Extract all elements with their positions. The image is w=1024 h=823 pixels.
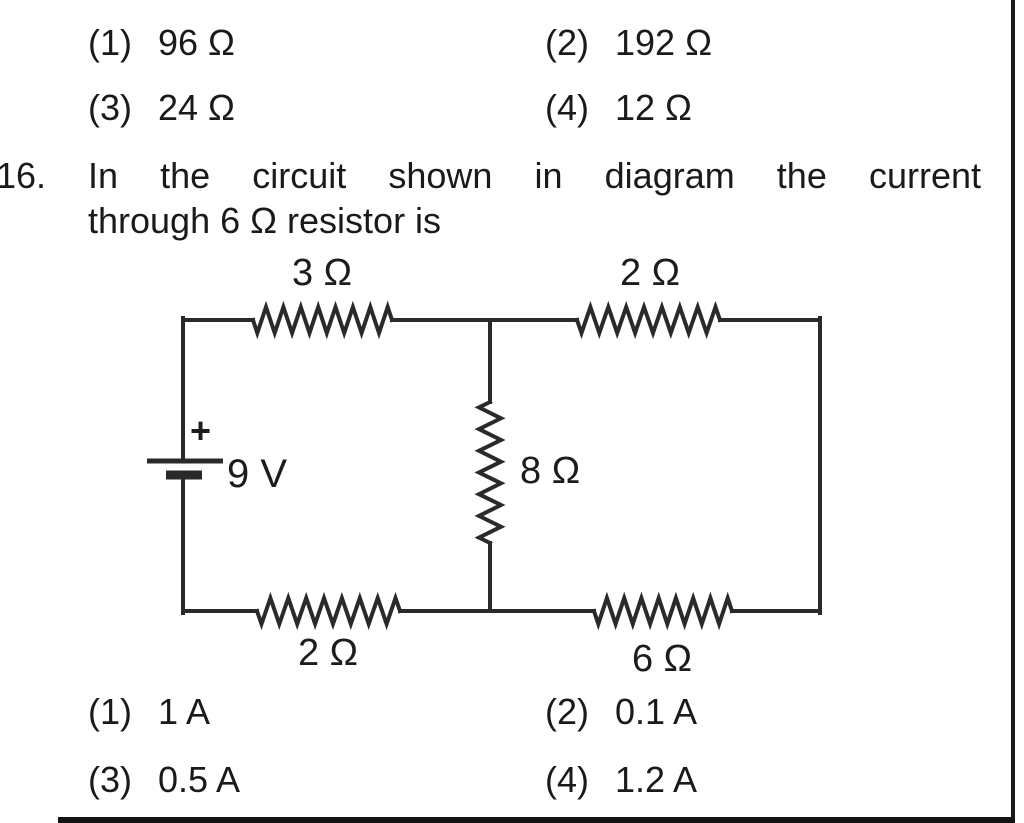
option-number: (3): [88, 759, 132, 800]
option-number: (1): [88, 691, 132, 732]
label-resistor-3ohm: 3 Ω: [291, 252, 353, 294]
option-number: (4): [545, 759, 589, 800]
circuit-diagram: 3 Ω 2 Ω 8 Ω 9 V + 2 Ω 6 Ω: [0, 250, 1024, 690]
option-value: 1 A: [158, 691, 211, 732]
bottom-partial-rule: [58, 817, 1015, 823]
table-cell-right-border: [1011, 0, 1015, 823]
resistor-zigzag-middle-8ohm: [474, 399, 506, 546]
label-resistor-8ohm: 8 Ω: [520, 450, 581, 492]
option-2: (2) 0.1 A: [545, 691, 697, 733]
question-number: 16.: [0, 155, 47, 196]
resistor-zigzag-top-right-2ohm: [574, 300, 723, 340]
option-4: (4) 1.2 A: [545, 759, 697, 801]
prev-option-4: (4) 12 Ω: [545, 87, 692, 129]
prev-option-2: (2) 192 Ω: [545, 22, 712, 64]
option-value: 12 Ω: [615, 87, 692, 128]
option-value: 24 Ω: [158, 87, 235, 128]
label-resistor-6ohm: 6 Ω: [631, 638, 693, 680]
option-number: (1): [88, 22, 132, 63]
option-number: (2): [545, 22, 589, 63]
label-resistor-2ohm-bottom: 2 Ω: [297, 632, 359, 674]
option-number: (4): [545, 87, 589, 128]
option-number: (3): [88, 87, 132, 128]
option-value: 0.1 A: [615, 691, 698, 732]
label-resistor-2ohm-top: 2 Ω: [619, 252, 681, 294]
question-text-line1: In the circuit shown in diagram the curr…: [88, 155, 981, 196]
option-value: 192 Ω: [615, 22, 712, 63]
option-value: 1.2 A: [615, 759, 698, 800]
prev-option-3: (3) 24 Ω: [88, 87, 235, 129]
circuit-drawing: [147, 300, 822, 631]
option-1: (1) 1 A: [88, 691, 210, 733]
option-3: (3) 0.5 A: [88, 759, 240, 801]
label-battery-voltage: 9 V: [227, 452, 288, 496]
resistor-zigzag-bottom-left-2ohm: [254, 591, 403, 631]
resistor-zigzag-bottom-right-6ohm: [591, 591, 735, 631]
battery-plus-sign: +: [190, 410, 212, 451]
option-value: 96 Ω: [158, 22, 235, 63]
prev-option-1: (1) 96 Ω: [88, 22, 235, 64]
option-value: 0.5 A: [158, 759, 241, 800]
option-number: (2): [545, 691, 589, 732]
question-text-line2: through 6 Ω resistor is: [88, 200, 442, 241]
resistor-zigzag-top-left-3ohm: [250, 300, 395, 340]
